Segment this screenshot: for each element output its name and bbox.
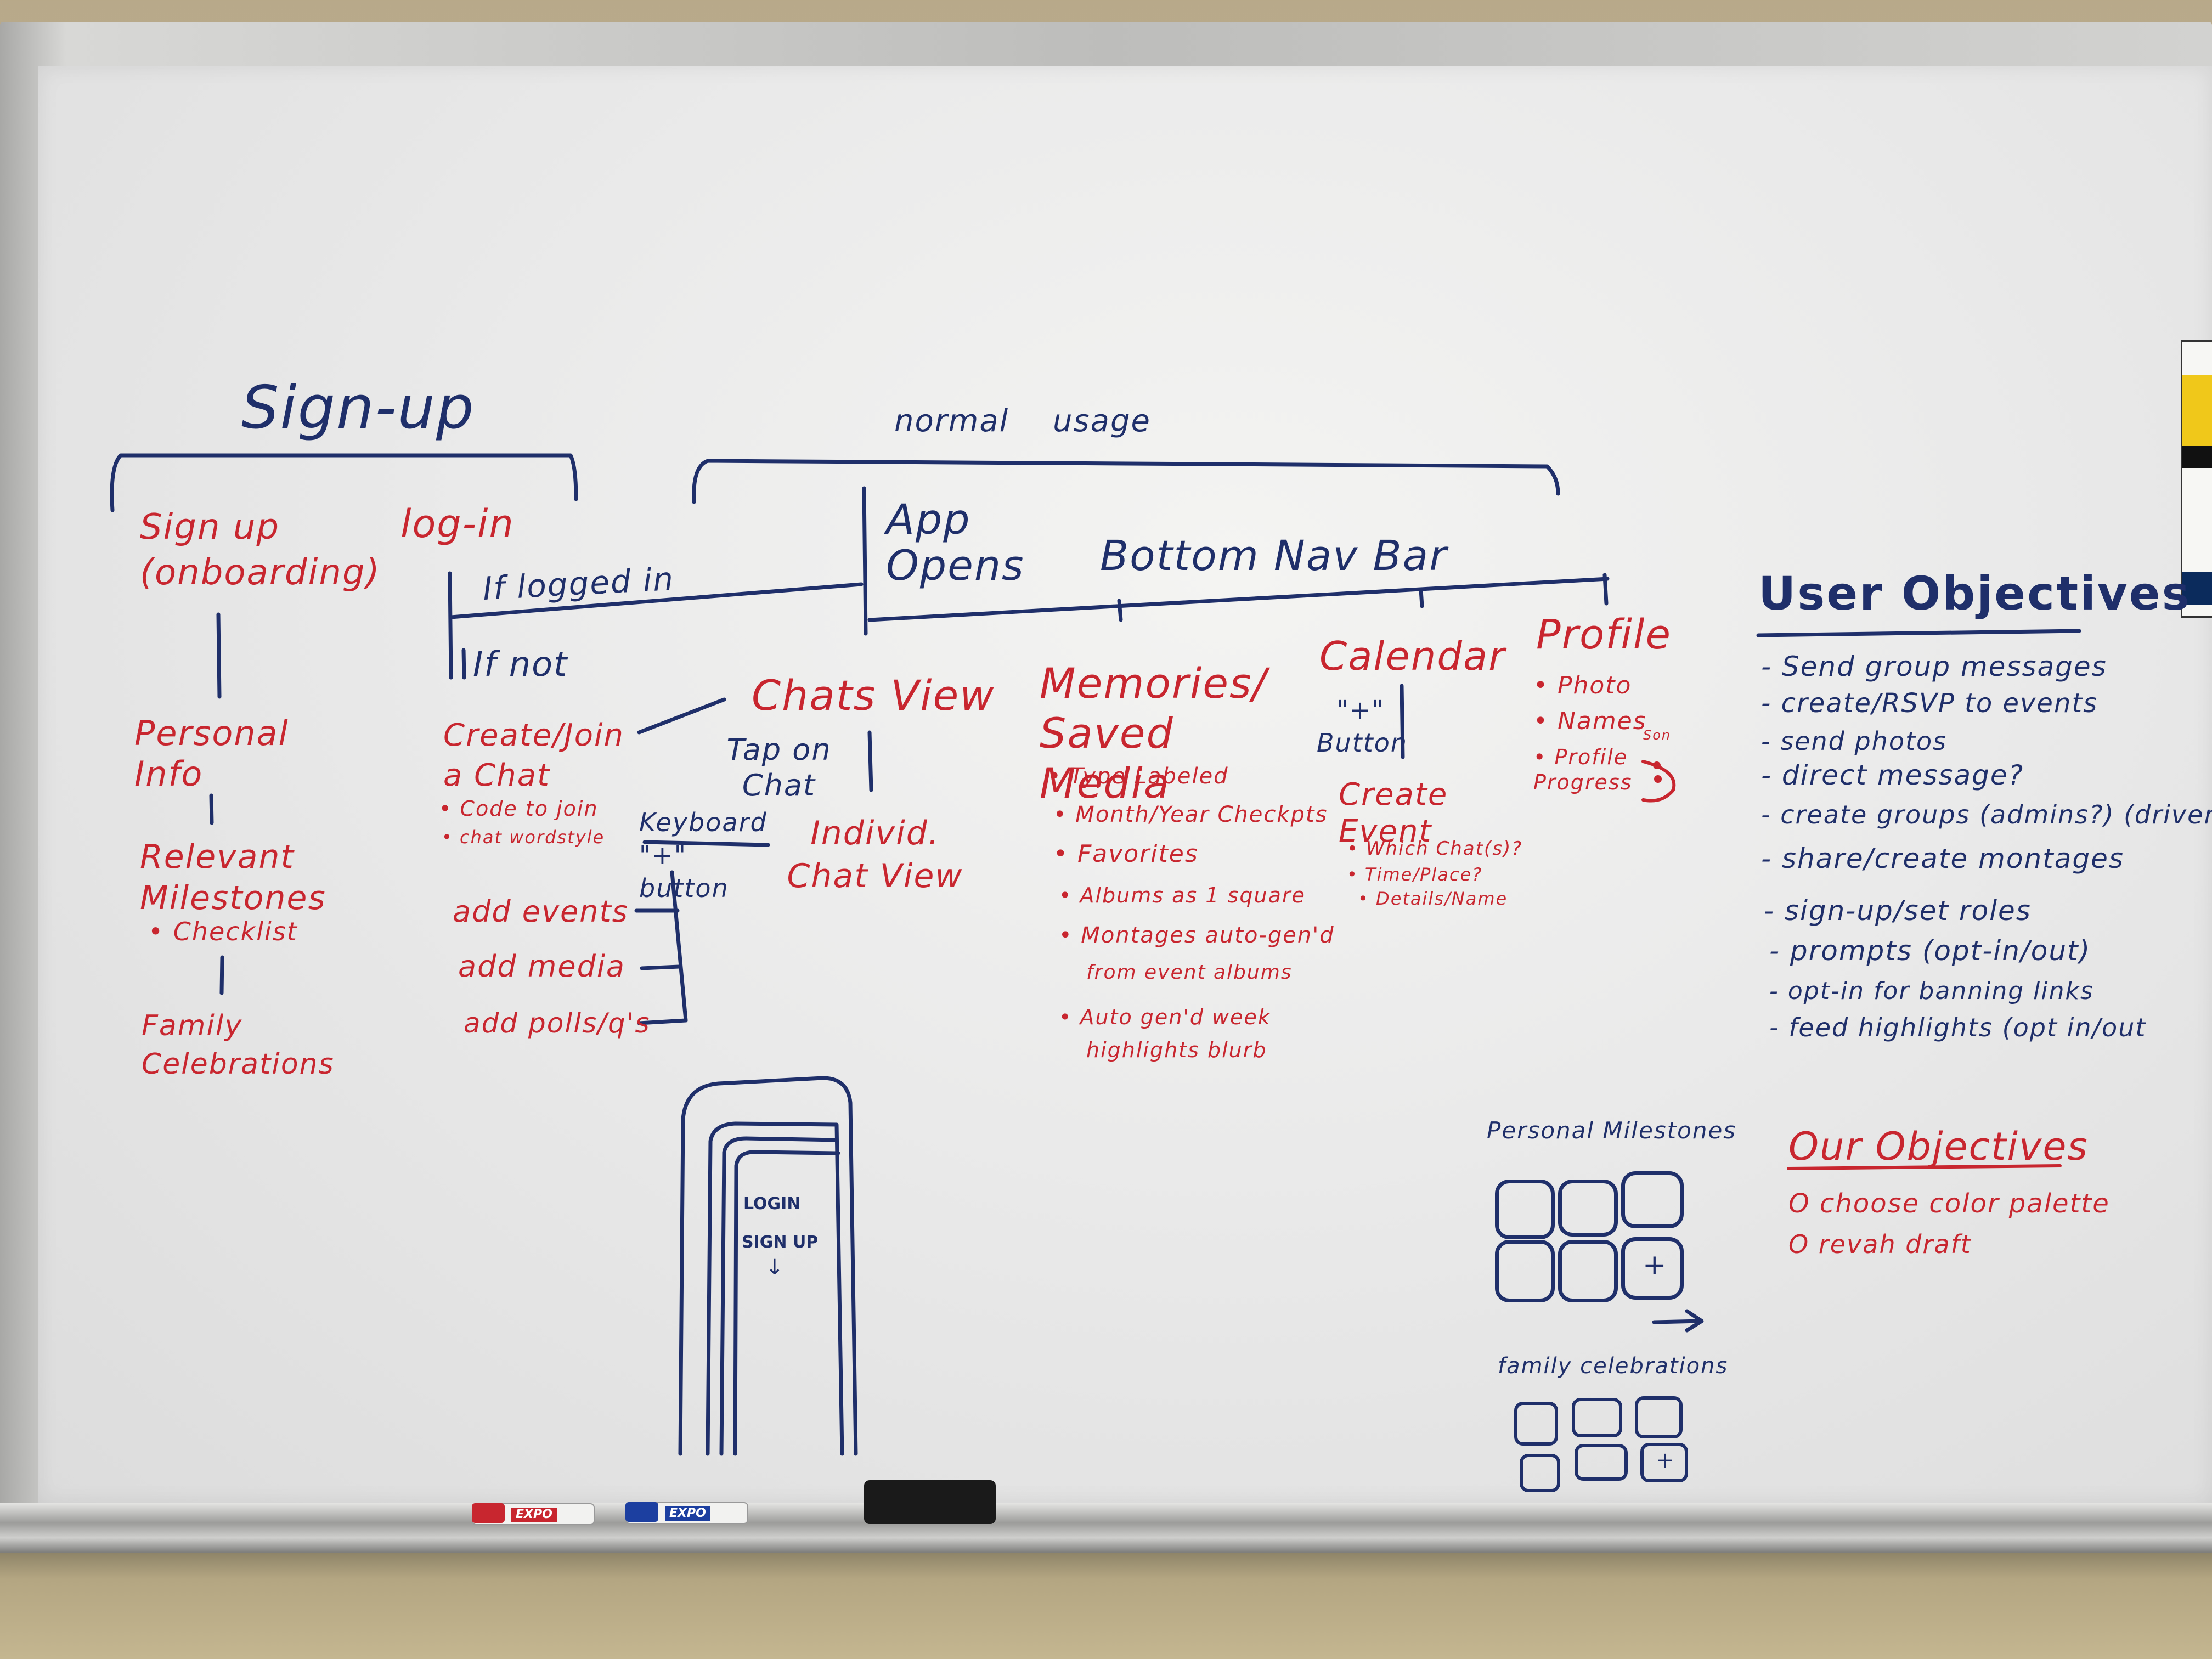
celebration-plus-label: + [1656, 1448, 1674, 1473]
memories-item: • Month/Year Checkpts [1053, 802, 1328, 827]
wall [0, 1553, 2212, 1659]
memories-item: • Type Labeled [1048, 764, 1229, 789]
user-objective-item: - feed highlights (opt in/out [1769, 1013, 2147, 1042]
user-objective-item: - direct message? [1761, 759, 2024, 791]
whiteboard-eraser[interactable] [864, 1480, 996, 1524]
memories-item: highlights blurb [1086, 1038, 1267, 1062]
phone-login-label: LOGIN [743, 1194, 801, 1214]
blue-marker[interactable]: EXPO [625, 1502, 748, 1524]
user-objective-item: - Send group messages [1761, 651, 2107, 682]
user-objective-item: - opt-in for banning links [1769, 977, 2094, 1005]
signup-heading: Sign up (onboarding) [140, 505, 380, 596]
our-objectives-title: Our Objectives [1788, 1124, 2089, 1169]
red-marker-cap [472, 1503, 505, 1523]
profile-item: • Photo [1533, 672, 1632, 699]
if-logged-in-label: If logged in [482, 560, 675, 608]
milestone-tile [1558, 1240, 1618, 1302]
checklist-label: • Checklist [148, 917, 298, 946]
phone-signup-label: SIGN UP [742, 1233, 819, 1252]
profile-item: • Profile Progress [1533, 745, 1633, 794]
user-objectives-title: User Objectives [1758, 567, 2191, 620]
signup-heading-text: Sign up (onboarding) [140, 507, 381, 594]
memories-item: • Albums as 1 square [1059, 883, 1306, 907]
memories-item: • Favorites [1053, 840, 1199, 868]
calendar-item: • Which Chat(s)? [1347, 838, 1523, 860]
personal-info-label: Personal Info [134, 713, 289, 794]
our-objective-item: O revah draft [1788, 1229, 1972, 1259]
calendar-plus-button-label: "+" Button [1317, 695, 1408, 758]
celebration-tile [1520, 1454, 1560, 1492]
keyboard-plus-button-label: Keyboard "+" button [639, 808, 768, 903]
relevant-milestones-label: Relevant Milestones [140, 838, 326, 917]
milestone-tile [1621, 1171, 1684, 1228]
normal-usage-title: normal usage [894, 403, 1151, 439]
phone-down-arrow-icon: ↓ [765, 1255, 784, 1280]
user-objective-item: - send photos [1761, 726, 1948, 756]
chat-wordstyle-label: • chat wordstyle [442, 827, 605, 848]
calendar-item: • Time/Place? [1347, 864, 1483, 885]
milestone-tile [1495, 1180, 1555, 1239]
milestone-add-tile: + [1621, 1237, 1684, 1300]
user-objective-item: - prompts (opt-in/out) [1769, 935, 2091, 967]
celebration-tile [1575, 1444, 1628, 1481]
family-celebrations-label: Family Celebrations [142, 1009, 335, 1081]
individ-chat-view-label: Individ. Chat View [787, 814, 963, 895]
create-event-label: Create Event [1339, 777, 1448, 850]
user-objective-item: - sign-up/set roles [1764, 895, 2032, 927]
login-heading: log-in [400, 501, 515, 546]
user-objective-item: - share/create montages [1761, 843, 2124, 874]
our-objective-item: O choose color palette [1788, 1188, 2110, 1219]
memories-item: from event albums [1086, 961, 1293, 984]
red-marker[interactable]: EXPO [472, 1503, 595, 1525]
family-celebrations-sketch-label: family celebrations [1498, 1353, 1729, 1379]
signup-section-title: Sign-up [241, 374, 475, 442]
tap-on-chat-label: Tap on Chat [726, 732, 832, 803]
add-media-label: add media [458, 949, 626, 984]
profile-item: • Names [1533, 707, 1647, 735]
if-not-label: If not [473, 644, 568, 684]
celebration-tile [1635, 1396, 1683, 1438]
create-join-chat-label: Create/Join a Chat [443, 718, 624, 793]
bottom-nav-bar-label: Bottom Nav Bar [1100, 531, 1448, 580]
personal-milestones-label: Personal Milestones [1487, 1117, 1737, 1144]
memories-item: • Auto gen'd week [1059, 1005, 1271, 1029]
user-objective-item: - create groups (admins?) (driver user) [1761, 800, 2212, 830]
calendar-title: Calendar [1319, 633, 1506, 679]
add-events-label: add events [453, 894, 629, 929]
marker-tray [0, 1503, 2212, 1553]
app-opens-label: App Opens [886, 495, 1025, 590]
user-objective-item: - create/RSVP to events [1761, 688, 2098, 719]
whiteboard-surface [38, 66, 2212, 1503]
safety-sticker [2181, 340, 2212, 618]
memories-item: • Montages auto-gen'd [1059, 923, 1335, 948]
calendar-item: • Details/Name [1358, 888, 1508, 909]
celebration-add-tile: + [1640, 1443, 1688, 1482]
red-marker-brand: EXPO [511, 1508, 557, 1522]
blue-marker-cap [625, 1502, 658, 1522]
blue-marker-brand: EXPO [665, 1506, 710, 1521]
celebration-tile [1514, 1402, 1558, 1446]
milestone-tile [1495, 1240, 1555, 1302]
add-polls-label: add polls/q's [464, 1007, 651, 1039]
memories-title: Memories/ Saved Media [1040, 659, 1268, 808]
code-to-join-label: • Code to join [439, 797, 599, 821]
profile-title: Profile [1536, 611, 1672, 658]
celebration-tile [1572, 1398, 1622, 1437]
smiley-note: Son [1643, 727, 1672, 743]
chats-view-label: Chats View [752, 671, 995, 720]
milestone-plus-label: + [1643, 1249, 1667, 1282]
milestone-tile [1558, 1180, 1618, 1237]
